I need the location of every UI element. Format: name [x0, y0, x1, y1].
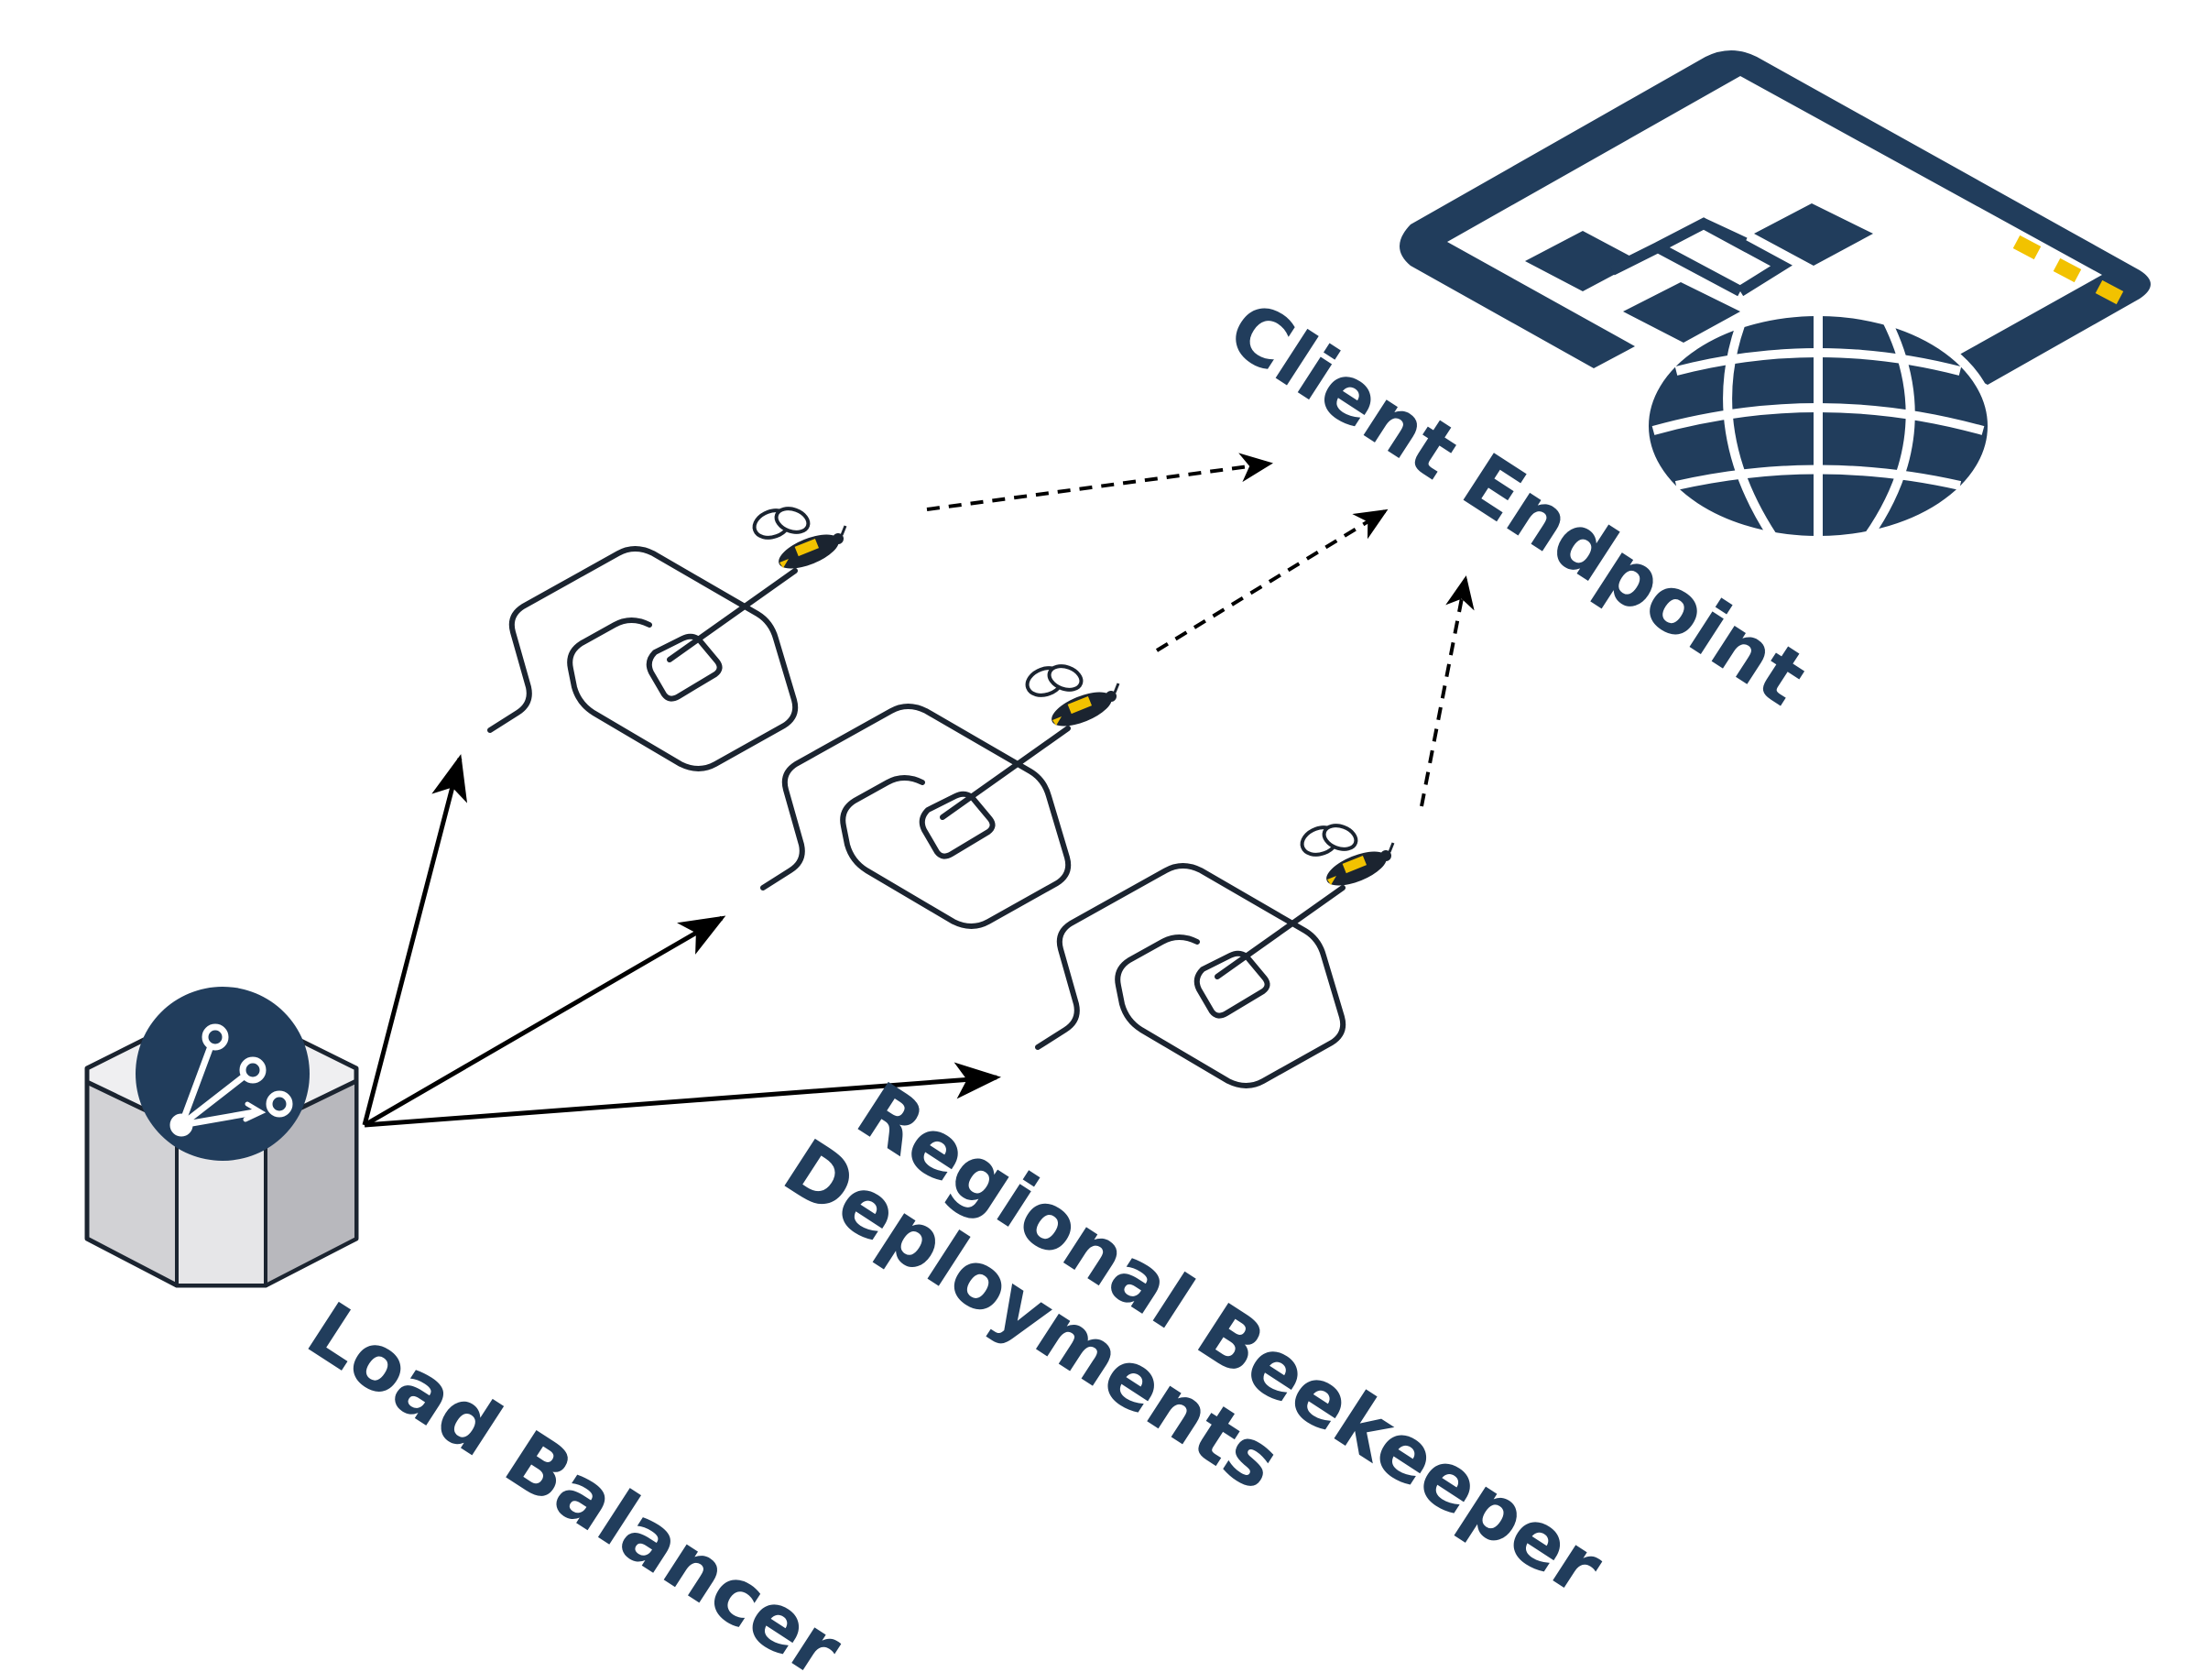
deployment-to-endpoint-arrows — [926, 453, 1475, 807]
sitemap-icon — [1525, 203, 1873, 343]
load-balancer-label: Load Balancer — [292, 1285, 857, 1672]
arrow-to-deployment-3 — [364, 1062, 1001, 1128]
globe-icon — [1640, 307, 1997, 545]
beekeeper-deployment-icon — [490, 505, 845, 769]
beekeeper-deployment-icon — [1038, 822, 1393, 1086]
branch-arrows-icon — [169, 1023, 293, 1137]
web-endpoint-globe-icon — [1400, 50, 2151, 545]
load-balancer-badge — [136, 987, 310, 1161]
beekeeper-deployment-icon — [763, 662, 1118, 926]
load-balancer-octagon-icon — [84, 987, 359, 1288]
dashed-arrow-3 — [1420, 575, 1475, 807]
dashed-arrow-2 — [1155, 508, 1389, 652]
regional-deployments-label-line1: Regional Beekeeper — [842, 1065, 1618, 1613]
load-balancer-arrows — [362, 754, 1001, 1128]
dashed-arrow-1 — [926, 453, 1273, 511]
arrow-to-deployment-2 — [363, 915, 726, 1128]
window-dots-icon — [2012, 235, 2124, 305]
arrow-to-deployment-1 — [362, 754, 468, 1126]
